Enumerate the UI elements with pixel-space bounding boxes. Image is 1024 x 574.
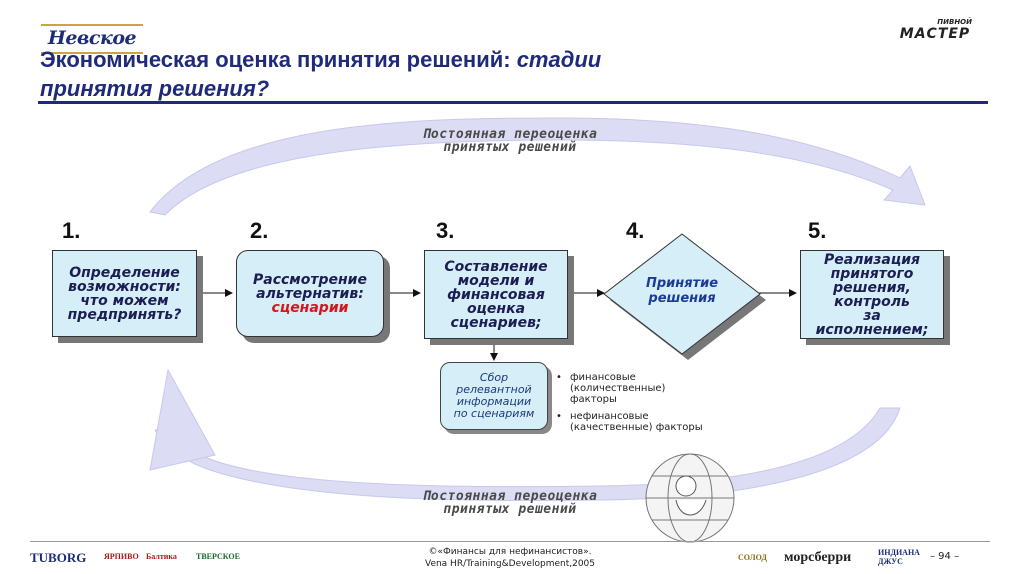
factor-item: нефинансовые (качественные) факторы: [556, 411, 746, 433]
top-arrow-line2: принятых решений: [443, 140, 577, 155]
top-cycle-arrow: [149, 117, 926, 216]
logo-solod: СОЛОД: [738, 553, 767, 562]
step-3-line: Составление: [444, 258, 548, 275]
corner-logo-small: ПИВНОЙ: [937, 18, 972, 26]
step-2-line: альтернатив:: [256, 285, 364, 302]
logo-baltika: Балтика: [146, 552, 177, 561]
bottom-cycle-arrowhead: [149, 368, 216, 471]
title-italic-1: стадии: [516, 47, 602, 72]
bottom-arrow-line1: Постоянная переоценка: [422, 489, 598, 504]
step-3-box: Составление модели и финансовая оценка с…: [424, 250, 568, 339]
footer-line1: ©«Финансы для нефинансистов».: [428, 547, 592, 557]
step-5-number: 5.: [808, 218, 827, 243]
step-5-line: решения,: [833, 279, 911, 296]
page-title: Экономическая оценка принятия решений: с…: [40, 45, 940, 103]
factors-list: финансовые (количественные) факторы нефи…: [556, 372, 746, 439]
factor-line: нефинансовые: [570, 411, 649, 422]
step-5-line: исполнением;: [815, 321, 929, 338]
step-1-line: Определение: [69, 264, 180, 281]
step-2-highlight: сценарии: [271, 299, 349, 316]
title-italic-2: принятия решения?: [40, 76, 270, 101]
factor-line: финансовые: [570, 372, 636, 383]
step-4-number: 4.: [626, 218, 645, 243]
step-1-line: предпринять?: [67, 306, 182, 323]
step-3-line: финансовая: [447, 286, 545, 303]
logo-tuborg: TUBORG: [30, 550, 87, 565]
step-5-line: принятого: [830, 265, 914, 282]
title-regular: Экономическая оценка принятия решений:: [40, 47, 517, 72]
step-1-number: 1.: [62, 218, 81, 243]
step-1-line: возможности:: [68, 278, 181, 295]
step-1-box: Определение возможности: что можем предп…: [52, 250, 197, 337]
brand-logo: Невское: [41, 24, 143, 54]
step-2-line: Рассмотрение: [253, 271, 367, 288]
info-line: Сбор: [479, 371, 509, 384]
factor-line: (количественные): [570, 383, 666, 394]
corner-logo: ПИВНОЙ МАСТЕР: [898, 18, 972, 46]
step-5-line: за: [863, 307, 881, 324]
factor-item: финансовые (количественные) факторы: [556, 372, 746, 405]
factor-line: (качественные) факторы: [570, 422, 703, 433]
info-line: по сценариям: [453, 407, 535, 420]
step-3-number: 3.: [436, 218, 455, 243]
step-5-line: Реализация: [823, 251, 921, 268]
footer-line2: Vena HR/Training&Development,2005: [424, 559, 595, 569]
logo-tverskoe: ТВЕРСКОЕ: [196, 552, 240, 561]
step-4-label: Принятие решения: [622, 276, 742, 306]
bottom-arrow-label: Постоянная переоценка принятых решений: [380, 490, 640, 516]
footer-rule: [30, 541, 990, 542]
corner-logo-text: МАСТЕР: [899, 26, 971, 42]
step-3-line: модели и: [457, 272, 535, 289]
step-3-line: сценариев;: [450, 314, 542, 331]
globe-figure: [645, 453, 735, 543]
step-1-line: что можем: [80, 292, 169, 309]
logo-morsberri: морсберри: [784, 550, 852, 565]
info-line: релевантной: [456, 383, 532, 396]
info-line: информации: [456, 395, 532, 408]
factor-line: факторы: [570, 394, 617, 405]
step-4-diamond: [603, 233, 761, 355]
step-4-line: решения: [648, 291, 716, 306]
step-3-line: оценка: [466, 300, 526, 317]
step-2-box: Рассмотрение альтернатив: сценарии: [236, 250, 384, 337]
footer-credit: ©«Финансы для нефинансистов». Vena HR/Tr…: [380, 546, 640, 570]
step-2-number: 2.: [250, 218, 269, 243]
title-rule: [38, 101, 988, 104]
step-5-line: контроль: [834, 293, 910, 310]
step-5-box: Реализация принятого решения, контроль з…: [800, 250, 944, 339]
logo-yarpivo: ЯРПИВО: [104, 552, 139, 561]
bottom-arrow-line2: принятых решений: [443, 502, 577, 517]
page-number: – 94 –: [930, 551, 960, 562]
top-arrow-label: Постоянная переоценка принятых решений: [380, 128, 640, 154]
logo-indiana: ИНДИАНА ДЖУС: [878, 548, 920, 566]
info-box: Сбор релевантной информации по сценариям: [440, 362, 548, 430]
top-arrow-line1: Постоянная переоценка: [422, 127, 598, 142]
step-4-line: Принятие: [645, 276, 719, 291]
